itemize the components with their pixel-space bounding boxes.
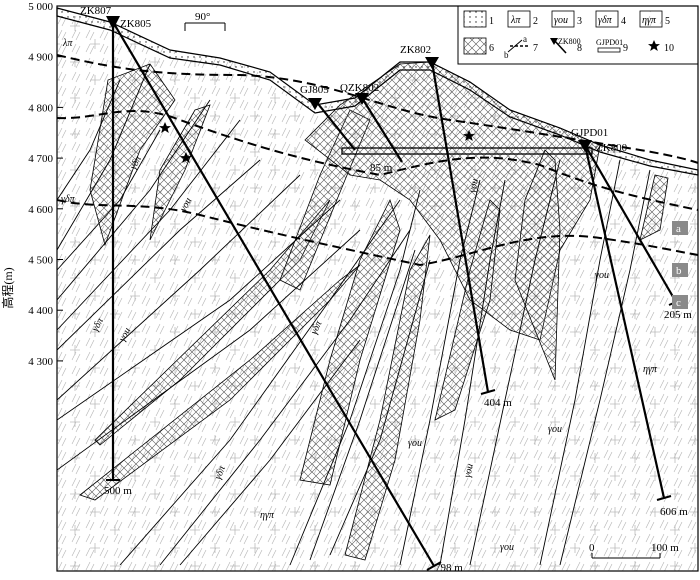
legend-borehole-symbol: ZK800 bbox=[550, 37, 581, 54]
legend-num: 3 bbox=[577, 16, 582, 27]
borehole-205-trace bbox=[584, 144, 677, 303]
borehole-label-zk802: ZK802 bbox=[400, 44, 431, 56]
star-icon bbox=[463, 130, 475, 141]
y-tick-label: 4 300 bbox=[28, 356, 53, 368]
depth-label-zk802: 404 m bbox=[484, 397, 512, 409]
legend-swatch-text: ZK800 bbox=[558, 37, 581, 46]
zone-boundaries bbox=[57, 54, 698, 267]
borehole-qzk802-trace bbox=[361, 97, 403, 163]
legend-num: 2 bbox=[533, 16, 538, 27]
strike-symbol: 90° bbox=[184, 11, 226, 31]
borehole-zk802-trace bbox=[430, 61, 490, 393]
legend-swatch-text: GJPD01 bbox=[596, 38, 623, 47]
adit-gjpd01 bbox=[341, 147, 593, 155]
scale-bar: 0 100 m bbox=[589, 542, 679, 559]
rock-label: λπ bbox=[62, 38, 73, 49]
borehole-collars bbox=[106, 16, 592, 152]
borehole-label-zk805: ZK805 bbox=[120, 18, 152, 30]
plot-frame bbox=[56, 5, 699, 572]
legend-sub-b: b bbox=[504, 50, 509, 60]
legend-swatch-text: λπ bbox=[510, 15, 521, 26]
depth-label-205: 205 m bbox=[664, 309, 692, 321]
depth-label-zk805: 798 m bbox=[435, 562, 463, 574]
borehole-labels: ZK807 ZK805 GJ805 QZK802 ZK802 GJPD01 ZK… bbox=[80, 5, 628, 154]
rock-label: γou bbox=[548, 424, 562, 435]
y-tick-label: 4 500 bbox=[28, 255, 53, 267]
rock-label: ηγπ bbox=[260, 510, 275, 521]
zone-label-a: a bbox=[676, 223, 681, 235]
sample-stars bbox=[159, 122, 475, 163]
borehole-label-gj805: GJ805 bbox=[300, 84, 329, 96]
rock-label: γou bbox=[595, 270, 609, 281]
y-tick-label: 4 800 bbox=[28, 102, 53, 114]
star-icon bbox=[159, 122, 171, 133]
y-axis-label: 高程(m) bbox=[0, 267, 15, 308]
legend-num: 5 bbox=[665, 16, 670, 27]
rock-label: γδπ bbox=[213, 463, 229, 481]
borehole-traces bbox=[111, 21, 677, 567]
dyke-contacts bbox=[57, 63, 651, 566]
y-tick-label: 4 400 bbox=[28, 305, 53, 317]
legend-num: 8 bbox=[577, 43, 582, 54]
borehole-label-gjpd01: GJPD01 bbox=[571, 127, 608, 139]
rock-label: γou bbox=[467, 178, 481, 194]
star-icon bbox=[180, 152, 192, 163]
legend-adit-symbol: GJPD01 bbox=[596, 38, 623, 53]
star-icon bbox=[648, 40, 660, 51]
ore-bodies bbox=[79, 61, 669, 561]
rock-label: γou bbox=[408, 438, 422, 449]
depth-label-zk800: 606 m bbox=[660, 506, 688, 518]
zone-label-c: c bbox=[676, 297, 681, 309]
legend-sub-a: a bbox=[523, 34, 527, 44]
legend-num: 4 bbox=[621, 16, 626, 27]
zone-label-b: b bbox=[676, 265, 682, 277]
legend-swatch-text: γou bbox=[554, 15, 568, 26]
y-tick-label: 4 600 bbox=[28, 204, 53, 216]
borehole-label-zk807: ZK807 bbox=[80, 5, 112, 17]
y-tick-label: 4 900 bbox=[28, 52, 53, 64]
strike-label: 90° bbox=[195, 11, 210, 23]
legend-num: 7 bbox=[533, 43, 538, 54]
y-tick-label: 4 700 bbox=[28, 153, 53, 165]
borehole-zk800-trace bbox=[583, 144, 666, 499]
legend-num: 6 bbox=[489, 43, 494, 54]
rock-label: γou bbox=[500, 542, 514, 553]
rock-label: γδπ bbox=[61, 194, 76, 205]
borehole-zk805-trace bbox=[112, 21, 435, 567]
scale-bar-start: 0 bbox=[589, 542, 595, 554]
legend-swatch-text: γδπ bbox=[598, 15, 613, 26]
y-axis: 5 000 4 900 4 800 4 700 4 600 4 500 4 400 4 300 bbox=[28, 1, 63, 368]
legend: λπ γou γδπ ηγπ 1 2 3 4 5 a b ZK800 GJPD0… bbox=[457, 5, 699, 65]
scale-bar-end: 100 m bbox=[651, 542, 679, 554]
legend-contact-symbol: a b bbox=[504, 34, 528, 60]
rock-label: γou bbox=[462, 463, 476, 479]
legend-num: 9 bbox=[623, 43, 628, 54]
legend-num: 10 bbox=[664, 43, 674, 54]
legend-swatch-text: ηγπ bbox=[642, 15, 657, 26]
y-tick-label: 5 000 bbox=[28, 1, 53, 13]
legend-num: 1 bbox=[489, 16, 494, 27]
depth-label-qzk802: 85 m bbox=[370, 162, 393, 174]
depth-label-zk807: 500 m bbox=[104, 485, 132, 497]
borehole-label-zk800: ZK800 bbox=[596, 142, 628, 154]
borehole-gj805-trace bbox=[314, 99, 356, 151]
borehole-label-qzk802: QZK802 bbox=[340, 82, 379, 94]
zone-markers: a b c bbox=[672, 221, 688, 309]
rock-label: ηγπ bbox=[643, 364, 658, 375]
